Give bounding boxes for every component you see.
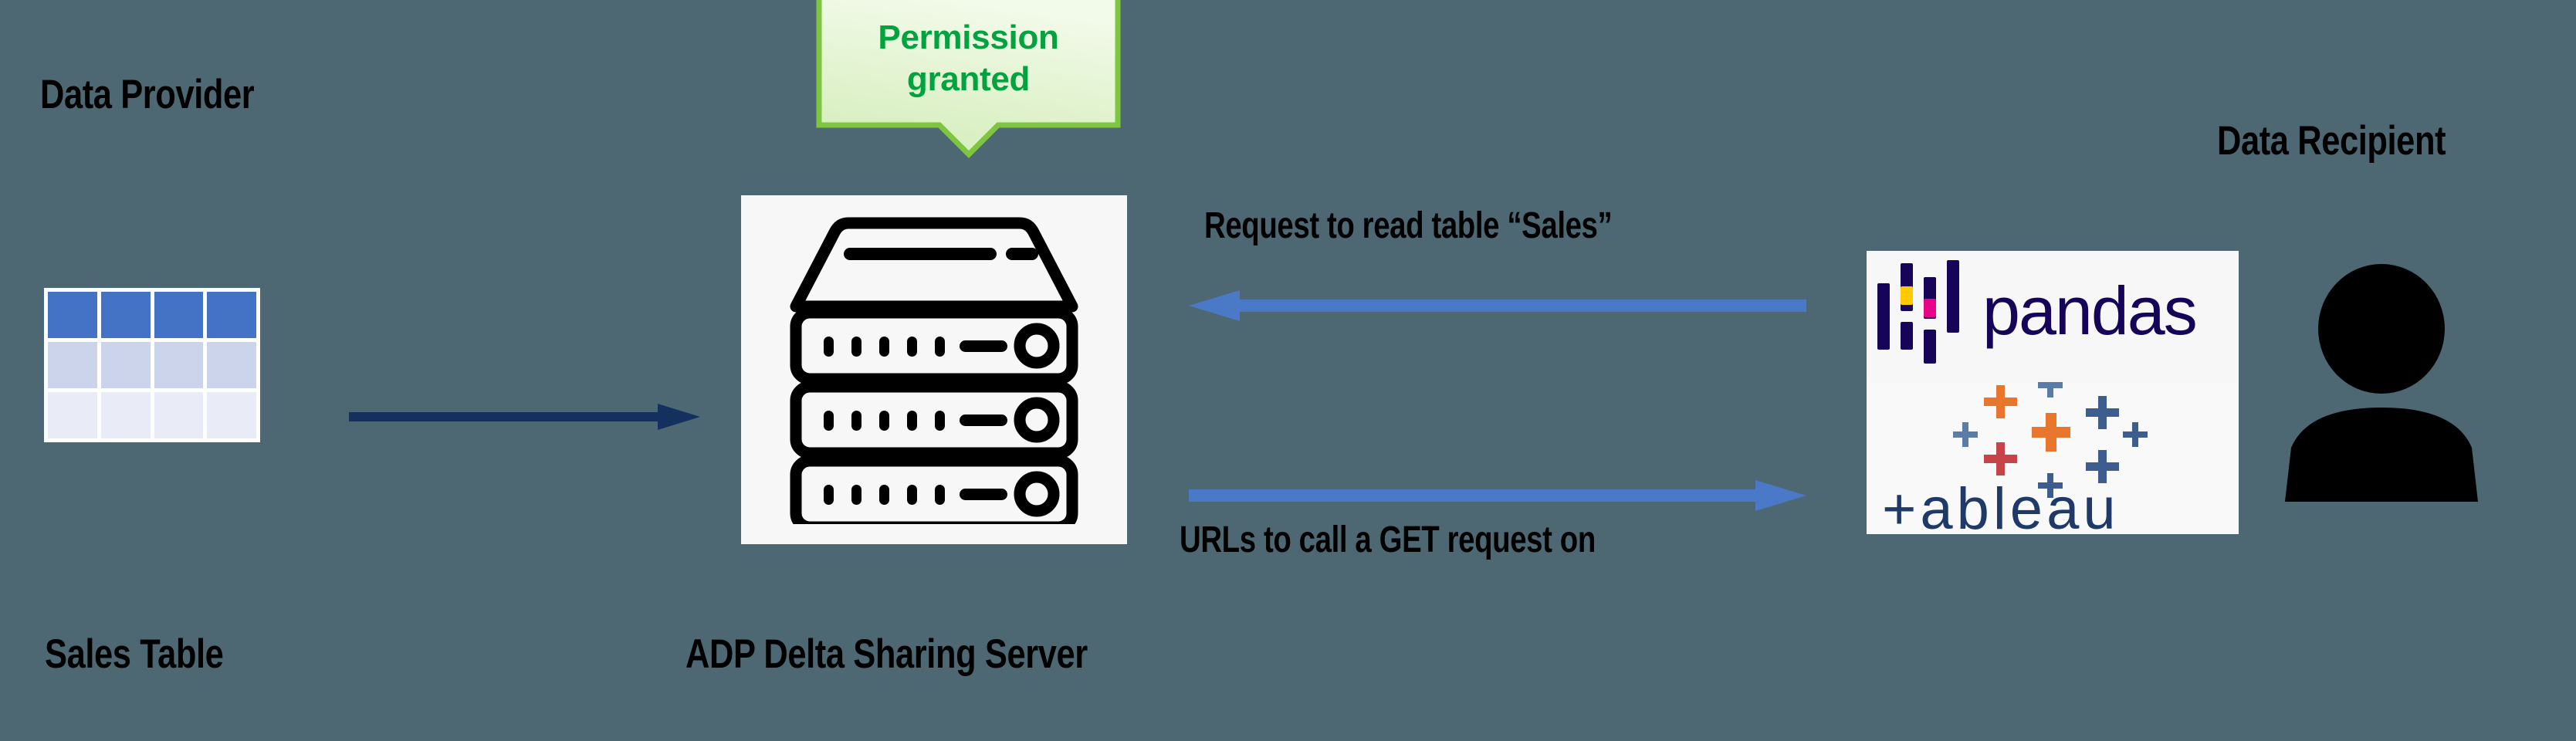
table-cell: [207, 342, 256, 388]
urls-arrow-label: URLs to call a GET request on: [1180, 519, 1596, 560]
arrow-right-icon: [1189, 480, 1806, 511]
table-cell: [100, 392, 151, 438]
server-rack-icon: [790, 217, 1078, 524]
tableau-logo: +ableau: [1867, 382, 2239, 534]
arrow-right-icon: [349, 404, 700, 430]
data-recipient-title: Data Recipient: [2217, 118, 2446, 164]
table-cell: [100, 292, 151, 338]
callout-bubble-shape: [816, 0, 1121, 158]
adp-server-panel: [741, 195, 1127, 544]
table-cell: [154, 292, 204, 338]
data-provider-title: Data Provider: [40, 72, 255, 117]
recipient-tools-panel: pandas: [1867, 251, 2239, 534]
table-cell: [48, 292, 97, 338]
table-cell: [207, 392, 256, 438]
table-cell: [207, 292, 256, 338]
svg-text:+ableau: +ableau: [1882, 476, 2120, 534]
table-cell: [48, 392, 97, 438]
permission-granted-callout: Permission granted: [816, 0, 1121, 158]
person-icon: [2285, 264, 2478, 502]
table-row: [48, 342, 256, 388]
table-cell: [100, 342, 151, 388]
svg-text:pandas: pandas: [1982, 272, 2196, 349]
request-arrow-label: Request to read table “Sales”: [1204, 205, 1613, 246]
arrow-left-icon: [1189, 290, 1806, 321]
table-cell: [154, 342, 204, 388]
table-cell: [154, 392, 204, 438]
table-row: [48, 392, 256, 438]
sales-table-caption: Sales Table: [45, 631, 224, 677]
tableau-logo-svg: +ableau: [1882, 382, 2148, 534]
table-cell: [48, 342, 97, 388]
sales-table-graphic: [44, 288, 260, 442]
table-row: [48, 292, 256, 338]
pandas-logo: pandas: [1867, 251, 2239, 382]
permission-granted-text: Permission granted: [878, 19, 1059, 98]
pandas-logo-svg: pandas: [1877, 260, 2198, 364]
adp-server-title: ADP Delta Sharing Server: [685, 631, 1088, 677]
